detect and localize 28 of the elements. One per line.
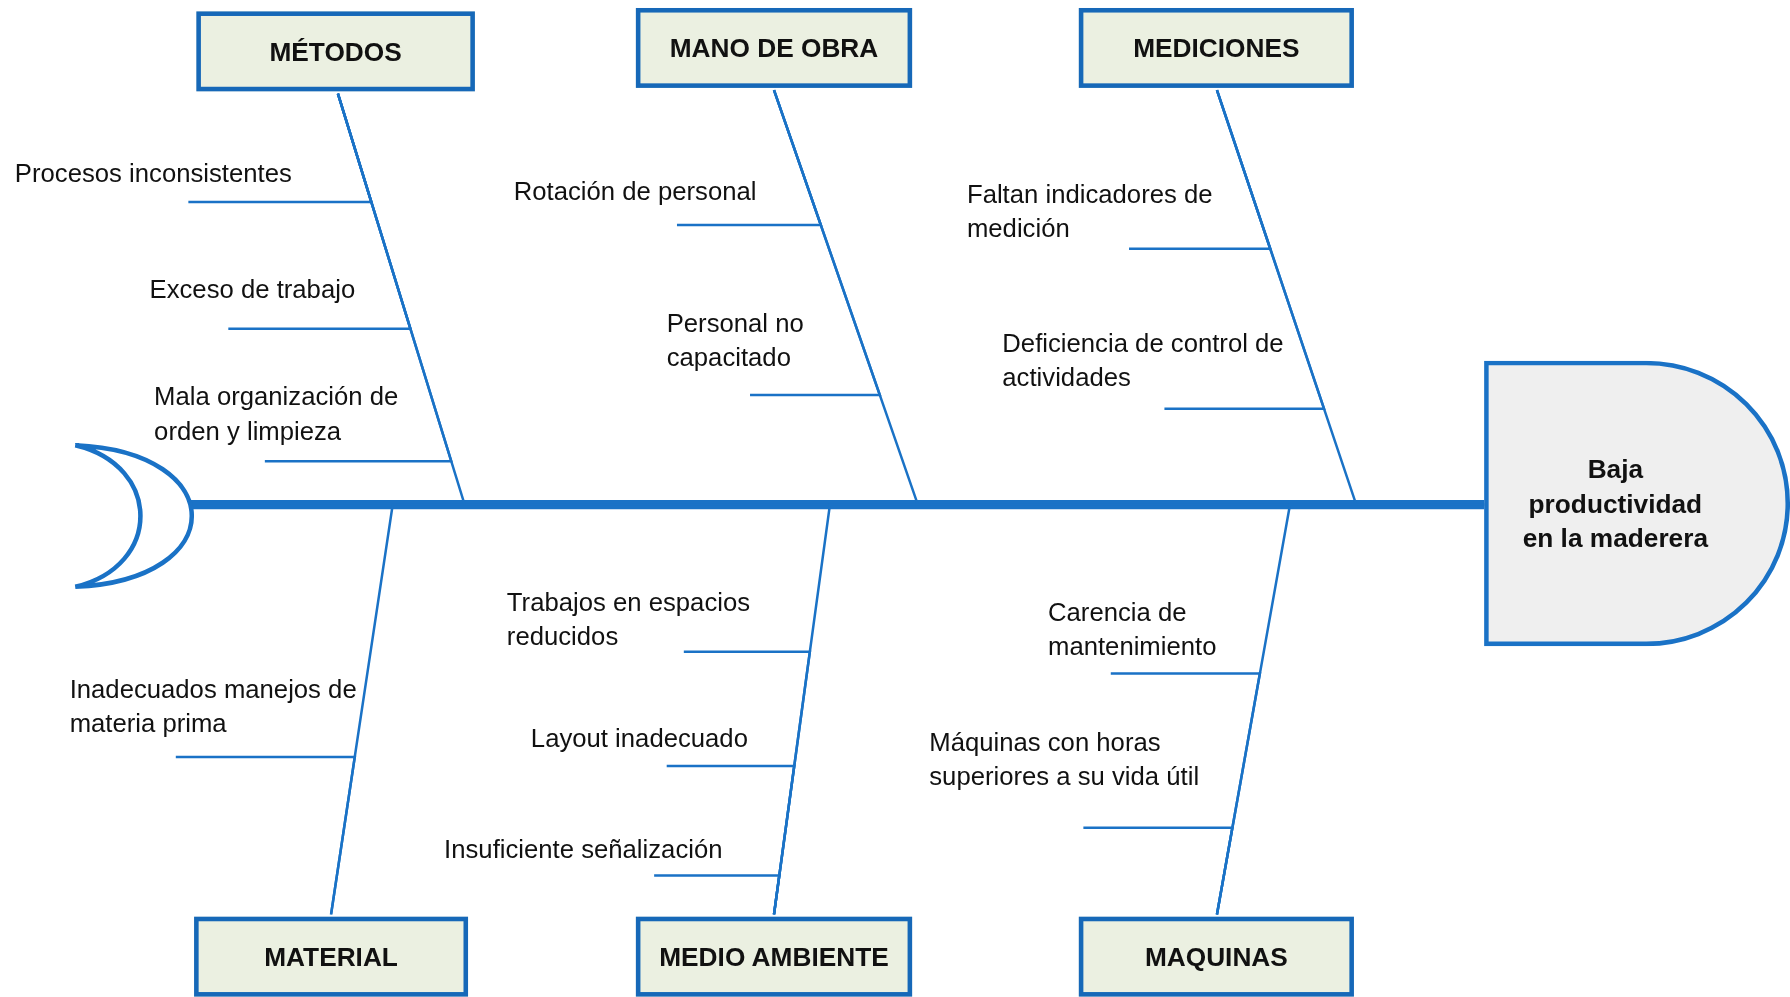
cause-text: Carencia de mantenimiento (1048, 595, 1254, 665)
cause-text: Exceso de trabajo (149, 272, 413, 308)
cause-text: Deficiencia de control de actividades (1002, 326, 1288, 395)
cause-line (1164, 89, 1326, 410)
spine-line (189, 500, 1485, 510)
cause-text: Inadecuados manejos de materia prima (69, 672, 367, 741)
cause-text: Rotación de personal (513, 174, 800, 209)
cause-text: Máquinas con horas superiores a su vida útil (929, 726, 1244, 795)
cause-line (750, 89, 882, 397)
category-box: MEDICIONES (1078, 8, 1354, 88)
category-box: MÉTODOS (196, 11, 475, 92)
cause-text: Trabajos en espacios reducidos (506, 585, 793, 655)
effect-head-shape (1484, 360, 1790, 647)
cause-text: Mala organización de orden y limpieza (154, 380, 440, 449)
cause-line (1083, 826, 1234, 915)
cause-line (264, 93, 453, 463)
category-box: MAQUINAS (1078, 916, 1354, 997)
cause-text: Faltan indicadores de medición (966, 178, 1253, 247)
cause-text: Insuficiente señalización (444, 833, 776, 868)
category-box: MEDIO AMBIENTE (635, 916, 913, 997)
cause-text: Layout inadecuado (530, 721, 794, 756)
category-box: MANO DE OBRA (635, 8, 913, 88)
cause-line (175, 755, 357, 915)
category-box: MATERIAL (194, 916, 469, 997)
cause-line (654, 874, 781, 915)
effect-text: Baja productividad en la maderera (1521, 453, 1710, 555)
cause-text: Procesos inconsistentes (14, 156, 358, 191)
cause-text: Personal no capacitado (666, 307, 838, 376)
